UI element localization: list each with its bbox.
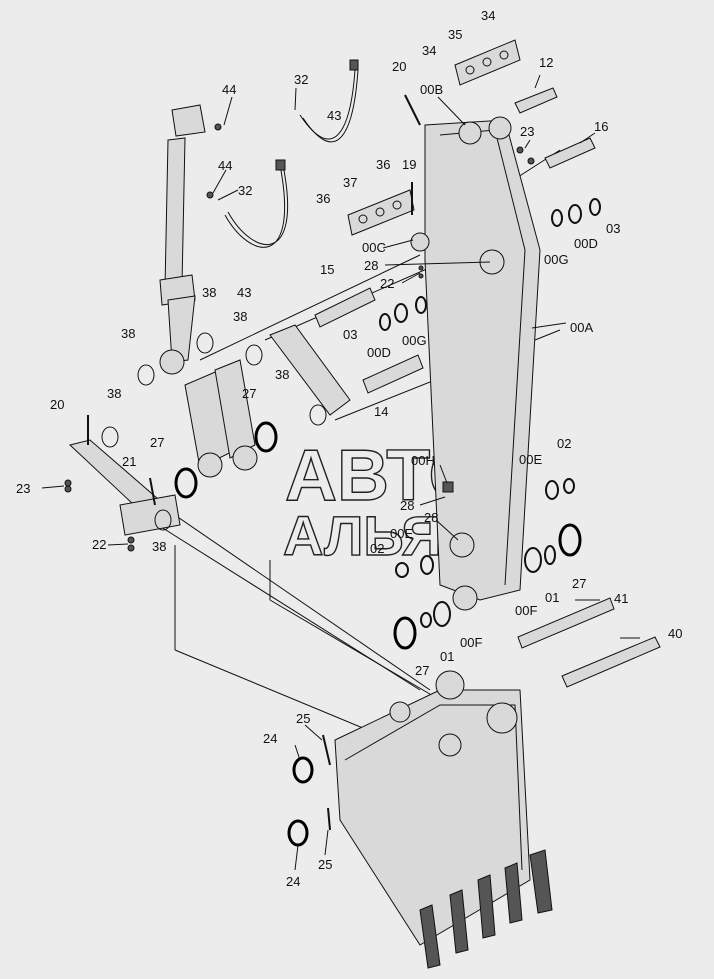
label-44: 44 <box>218 158 232 173</box>
label-28: 28 <box>364 258 378 273</box>
bucket <box>334 670 553 969</box>
label-40: 40 <box>668 626 682 641</box>
shim-plates-mid <box>347 189 415 236</box>
callout-labels: 34 35 34 20 00B 12 44 32 43 23 16 44 32 … <box>16 8 682 889</box>
label-24: 24 <box>286 874 300 889</box>
label-00e: 00E <box>390 526 413 541</box>
label-38: 38 <box>233 309 247 324</box>
shim-plates-top <box>454 39 521 86</box>
small-fasteners <box>64 59 535 831</box>
label-32: 32 <box>294 72 308 87</box>
label-27: 27 <box>415 663 429 678</box>
label-28: 28 <box>424 510 438 525</box>
label-23: 23 <box>16 481 30 496</box>
label-03: 03 <box>343 327 357 342</box>
label-14: 14 <box>374 404 388 419</box>
link-rods <box>68 324 351 536</box>
label-00a: 00A <box>570 320 593 335</box>
label-24: 24 <box>263 731 277 746</box>
label-19: 19 <box>402 157 416 172</box>
pin-12 <box>514 87 558 114</box>
label-38: 38 <box>107 386 121 401</box>
label-28: 28 <box>400 498 414 513</box>
label-27: 27 <box>242 386 256 401</box>
label-00h: 00H <box>411 453 435 468</box>
label-21: 21 <box>122 454 136 469</box>
label-00f: 00F <box>515 603 537 618</box>
washers <box>101 332 327 531</box>
label-12: 12 <box>539 55 553 70</box>
label-32: 32 <box>238 183 252 198</box>
pin-16 <box>544 137 596 169</box>
pin-41 <box>517 597 615 649</box>
label-00b: 00B <box>420 82 443 97</box>
label-00g: 00G <box>544 252 569 267</box>
label-22: 22 <box>380 276 394 291</box>
label-00g: 00G <box>402 333 427 348</box>
label-38: 38 <box>275 367 289 382</box>
label-00c: 00C <box>362 240 386 255</box>
label-22: 22 <box>92 537 106 552</box>
label-35: 35 <box>448 27 462 42</box>
hydraulic-cylinder <box>159 104 206 375</box>
label-34: 34 <box>481 8 495 23</box>
label-34: 34 <box>422 43 436 58</box>
label-27: 27 <box>150 435 164 450</box>
label-25: 25 <box>296 711 310 726</box>
label-03: 03 <box>606 221 620 236</box>
pin-40 <box>561 636 661 688</box>
label-38: 38 <box>202 285 216 300</box>
hydraulic-hoses <box>224 69 359 248</box>
label-27: 27 <box>572 576 586 591</box>
label-38: 38 <box>152 539 166 554</box>
label-15: 15 <box>320 262 334 277</box>
bushings <box>379 198 601 628</box>
label-23: 23 <box>520 124 534 139</box>
label-43: 43 <box>237 285 251 300</box>
label-02: 02 <box>370 541 384 556</box>
label-00d: 00D <box>574 236 598 251</box>
label-20: 20 <box>50 397 64 412</box>
pin-14 <box>362 354 424 394</box>
label-44: 44 <box>222 82 236 97</box>
leader-lines <box>41 74 640 871</box>
label-16: 16 <box>594 119 608 134</box>
label-01: 01 <box>545 590 559 605</box>
boom-arm <box>410 116 541 611</box>
label-00d: 00D <box>367 345 391 360</box>
pin-15 <box>314 287 376 328</box>
label-00e: 00E <box>519 452 542 467</box>
label-20: 20 <box>392 59 406 74</box>
label-36: 36 <box>316 191 330 206</box>
bucket-teeth <box>419 849 553 969</box>
label-41: 41 <box>614 591 628 606</box>
label-02: 02 <box>557 436 571 451</box>
label-43: 43 <box>327 108 341 123</box>
label-36: 36 <box>376 157 390 172</box>
label-01: 01 <box>440 649 454 664</box>
label-37: 37 <box>343 175 357 190</box>
label-25: 25 <box>318 857 332 872</box>
label-38: 38 <box>121 326 135 341</box>
label-00f: 00F <box>460 635 482 650</box>
